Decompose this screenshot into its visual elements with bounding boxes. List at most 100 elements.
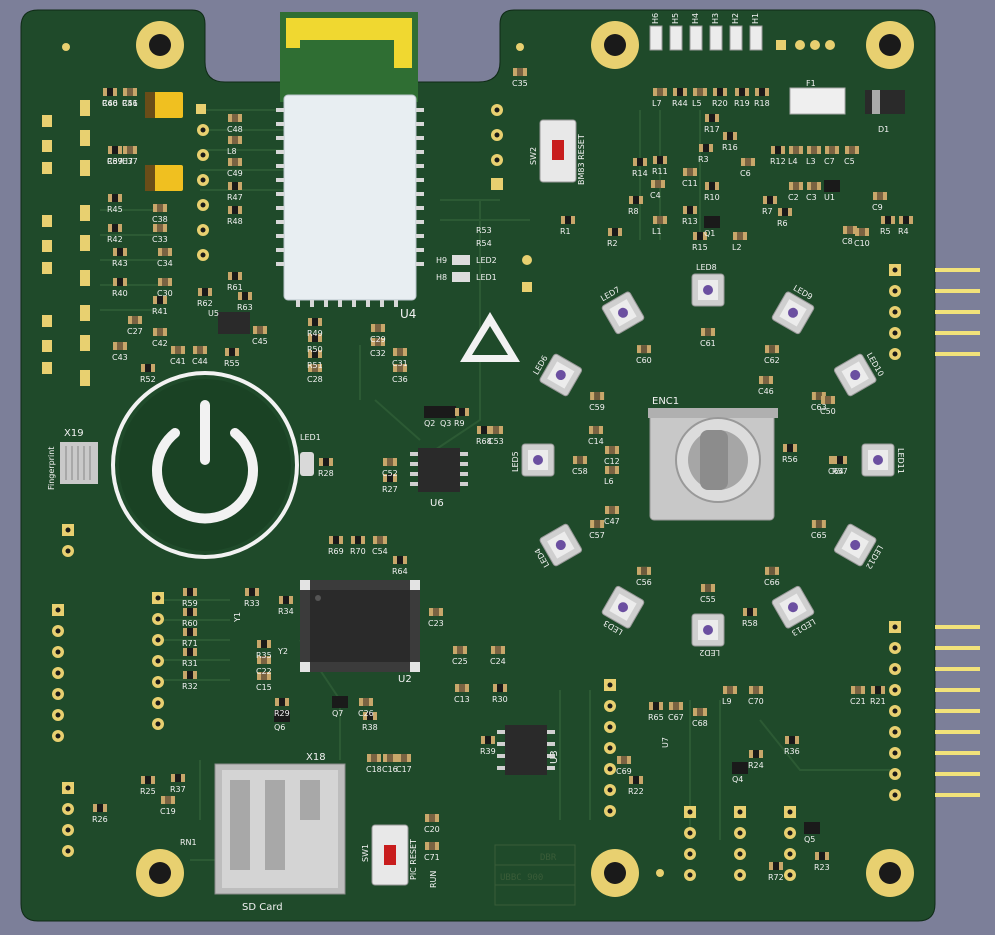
- refdes-label: R24: [748, 761, 764, 770]
- refdes-label: R36: [784, 747, 800, 756]
- refdes-label: R45: [107, 205, 123, 214]
- refdes-label: R68: [476, 437, 492, 446]
- part-body: [804, 822, 820, 834]
- part-middle: [312, 318, 318, 326]
- refdes-label: R10: [704, 193, 720, 202]
- part-middle: [697, 88, 703, 96]
- smd-part: [183, 648, 197, 656]
- refdes-label: R65: [648, 713, 664, 722]
- part-middle: [811, 182, 817, 190]
- refdes-label: R52: [140, 375, 156, 384]
- label-status-led-res: R53: [476, 226, 492, 235]
- refdes-label: C49: [227, 169, 243, 178]
- pad-hole: [737, 830, 743, 836]
- refdes-label: C70: [748, 697, 764, 706]
- label-sw1: SW1: [361, 844, 370, 862]
- ring-cap-label: C55: [700, 595, 716, 604]
- part-middle: [117, 278, 123, 286]
- refdes-label: R69: [328, 547, 344, 556]
- cap-middle: [577, 456, 583, 464]
- led-die: [850, 540, 861, 550]
- label-enc1: ENC1: [652, 396, 679, 407]
- smd-part: [161, 796, 175, 804]
- ring-led: LED10: [833, 351, 886, 397]
- smd-part: [429, 608, 443, 616]
- header-hole: [892, 771, 898, 777]
- part-middle: [107, 88, 113, 96]
- cap-middle: [641, 566, 647, 575]
- pad-hole: [687, 851, 693, 857]
- left-pin-header: [52, 604, 64, 742]
- smd-part: [393, 364, 407, 372]
- pad-hole: [155, 679, 161, 685]
- refdes-label: U1: [824, 193, 835, 202]
- refdes-label: R14: [632, 169, 648, 178]
- refdes-label: R59: [182, 599, 198, 608]
- refdes-label: Q7: [332, 709, 343, 718]
- smd-part: [749, 750, 763, 758]
- header-hole: [892, 666, 898, 672]
- part-middle: [187, 628, 193, 636]
- refdes-label: R28: [318, 469, 334, 478]
- label-run: RUN: [429, 871, 438, 888]
- ring-led: LED5: [511, 443, 555, 477]
- smd-part: [825, 146, 839, 154]
- refdes-label: C48: [227, 125, 243, 134]
- smd-part: [845, 146, 859, 154]
- label-u2: U2: [398, 674, 412, 685]
- right-pin-header-bottom: [889, 621, 980, 801]
- refdes-label: R39: [480, 747, 496, 756]
- ring-cap: C62: [764, 345, 780, 365]
- sd-card-socket-x18: [214, 763, 346, 895]
- pad-hole: [787, 872, 793, 878]
- part-middle: [157, 224, 163, 232]
- refdes-label: R12: [770, 157, 786, 166]
- pad-hole: [607, 808, 613, 814]
- smd-part: [605, 466, 619, 474]
- part-middle: [375, 324, 381, 332]
- part-middle: [609, 466, 615, 474]
- smd-part: [257, 640, 271, 648]
- pad-hole: [155, 721, 161, 727]
- smd-part: [683, 206, 697, 214]
- cap-middle: [815, 392, 822, 400]
- part-middle: [517, 68, 523, 76]
- refdes-label: C41: [170, 357, 186, 366]
- refdes-label: R47: [227, 193, 243, 202]
- refdes-label: L5: [692, 99, 702, 108]
- mounting-hole: [866, 849, 914, 897]
- ring-cap-label: C63: [811, 403, 827, 412]
- smd-part: [732, 762, 748, 774]
- smd-part: [851, 686, 865, 694]
- refdes-label: R61: [227, 283, 243, 292]
- smd-part: [617, 756, 631, 764]
- refdes-label: R50: [307, 345, 323, 354]
- mounting-hole: [591, 849, 639, 897]
- part-body: [824, 180, 840, 192]
- part-middle: [849, 146, 855, 154]
- label-y1: Y1: [233, 612, 242, 623]
- refdes-label: L3: [806, 157, 816, 166]
- part-middle: [773, 862, 779, 870]
- part-middle: [175, 346, 181, 354]
- ring-led-label: LED5: [511, 451, 520, 472]
- led-die: [850, 370, 861, 380]
- part-middle: [377, 536, 383, 544]
- rotary-encoder-enc1: [648, 408, 778, 521]
- part-middle: [655, 180, 661, 188]
- smd-part: [735, 88, 749, 96]
- smd-part: [424, 406, 440, 418]
- part-body: [440, 406, 456, 418]
- left-pads: [42, 100, 90, 386]
- ring-cap-label: C65: [811, 531, 827, 540]
- pad-hole: [155, 658, 161, 664]
- pad-hole: [737, 809, 743, 815]
- refdes-label: C51: [122, 99, 138, 108]
- part-middle: [162, 278, 168, 286]
- refdes-label: C22: [256, 667, 272, 676]
- header-hole: [55, 670, 61, 676]
- label-x19: X19: [64, 428, 84, 439]
- led-die: [703, 625, 713, 635]
- part-middle: [157, 296, 163, 304]
- refdes-label: R13: [682, 217, 698, 226]
